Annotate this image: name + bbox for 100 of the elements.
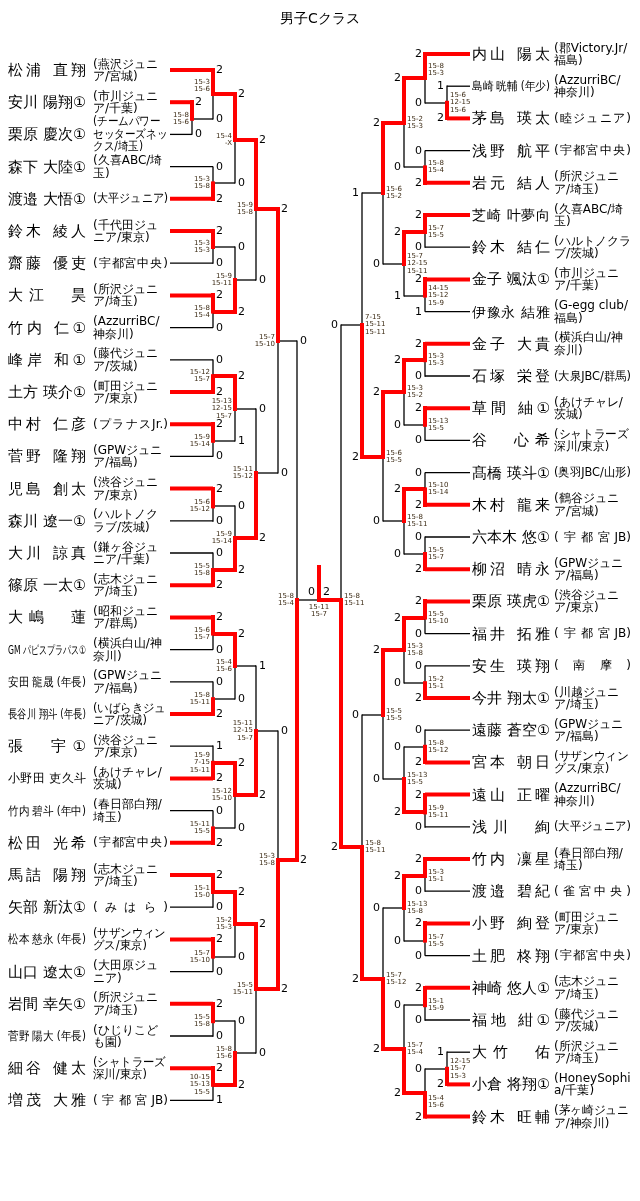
club-name: (所沢ジュニア/埼玉) (93, 991, 159, 1017)
score-label: 0 (415, 1014, 422, 1026)
bracket-bar (190, 100, 194, 137)
player-name: 篠原 一太① (8, 576, 86, 596)
bracket-line (170, 712, 213, 716)
score-label: 0 (216, 257, 223, 270)
club-name: (横浜白山/神奈川) (93, 637, 163, 663)
bracket-line (425, 277, 470, 282)
player-name: 大江 昊 (8, 285, 86, 306)
player-name: 栗原 瑛虎① (472, 592, 550, 612)
score-label: 2 (415, 563, 422, 576)
player-name: 森川 遼一① (8, 511, 86, 531)
bracket-line (425, 1114, 470, 1119)
bracket-line (169, 809, 214, 812)
bracket-line (235, 922, 256, 926)
bracket-bar (339, 323, 343, 849)
score-label: 2 (352, 451, 359, 463)
score-label: 0 (373, 902, 380, 914)
bracket-line (255, 472, 279, 474)
score-label: 2 (238, 757, 245, 769)
score-label: 2 (415, 981, 422, 994)
player-name: 内山 陽太 (472, 44, 550, 64)
player-name: 鈴木 綾人 (8, 221, 86, 241)
bracket-line (213, 374, 235, 378)
score-label: 2 (216, 64, 223, 76)
score-label: 1 (352, 187, 359, 199)
score-label: 0 (238, 822, 245, 834)
club-name: (志木ジュニア/埼玉) (554, 975, 620, 1001)
bracket-line (404, 230, 425, 234)
bracket-bar (423, 535, 427, 572)
bracket-bar (423, 470, 427, 507)
bracket-line (361, 192, 384, 194)
club-name: (あけチャレ/茨城) (93, 765, 163, 791)
bracket-line (170, 486, 213, 491)
bracket-bar (254, 664, 258, 797)
bracket-bar (402, 230, 406, 298)
club-name: (横浜白山/神奈川) (554, 331, 624, 357)
player-name: 小野田 吏久斗 (8, 770, 86, 788)
bracket-line (403, 295, 426, 297)
score-label: 0 (415, 97, 422, 109)
player-name: 谷 心希 (472, 430, 550, 451)
player-name: 齋藤 優吏 (8, 253, 86, 274)
bracket-line (382, 778, 405, 780)
bracket-line (278, 858, 297, 862)
club-name: (プラナスJr.) (93, 417, 168, 431)
bracket-bar (381, 906, 385, 1051)
score-label: 2 (238, 370, 245, 382)
score-label: 2 (216, 772, 223, 785)
bracket-bar (423, 921, 427, 958)
score-label: 2 (415, 756, 422, 769)
club-name: (町田ジュニア/東京) (554, 910, 620, 936)
score-label: 2 (394, 483, 401, 495)
club-name: (大泉JBC/群馬) (554, 369, 631, 382)
bracket-bar (211, 873, 215, 910)
bracket-line (425, 567, 470, 572)
bracket-bar (211, 808, 215, 845)
score-label: 2 (259, 789, 266, 801)
bracket-line (213, 310, 235, 314)
club-name: (千代田ジュニア/東京) (93, 218, 159, 244)
club-name: (渋谷ジュニア/東京) (93, 733, 159, 759)
player-name: 竹内 凜星 (472, 849, 550, 869)
score-label: 0 (352, 709, 359, 721)
bracket-bar (402, 874, 406, 943)
score-label: 2 (238, 564, 245, 576)
bracket-line (170, 390, 213, 394)
bracket-bar (211, 615, 215, 652)
score-label: 2 (216, 933, 223, 946)
bracket-line (382, 907, 405, 909)
bracket-bar (445, 1050, 449, 1087)
score-label: 0 (415, 144, 422, 157)
score-label: 2 (216, 869, 223, 881)
score-label: 2 (300, 854, 307, 866)
bracket-bar (211, 357, 215, 394)
title: 男子Cクラス (280, 9, 360, 27)
club-name: (AzzurriBC/神奈川) (554, 782, 622, 808)
bracket-line (403, 424, 426, 426)
score-label: 2 (437, 1078, 444, 1091)
bracket-line (170, 1001, 213, 1006)
score-label: 1 (259, 660, 266, 672)
score-label: 2 (323, 586, 330, 598)
bracket-line (169, 359, 214, 361)
score-label: 0 (216, 965, 223, 978)
score-label: 2 (415, 692, 422, 704)
bracket-line (213, 568, 235, 572)
player-name: 遠山 正曜 (472, 784, 550, 805)
bracket-line (234, 279, 257, 281)
player-name: 土肥 柊翔 (472, 945, 550, 966)
bracket-bar (402, 745, 406, 814)
player-name: 土方 瑛介① (8, 383, 86, 402)
bracket-line (212, 1020, 236, 1022)
bracket-line (424, 1019, 471, 1021)
player-name: 細谷 健太 (8, 1058, 86, 1079)
bracket-bar (381, 390, 385, 523)
bracket-line (403, 1004, 426, 1006)
bracket-line (235, 793, 256, 797)
bracket-line (446, 85, 471, 87)
bracket-line (277, 340, 298, 342)
score-label: 0 (238, 1015, 245, 1027)
club-name: (宇都宮中央) (554, 949, 631, 962)
bracket-line (424, 729, 471, 731)
